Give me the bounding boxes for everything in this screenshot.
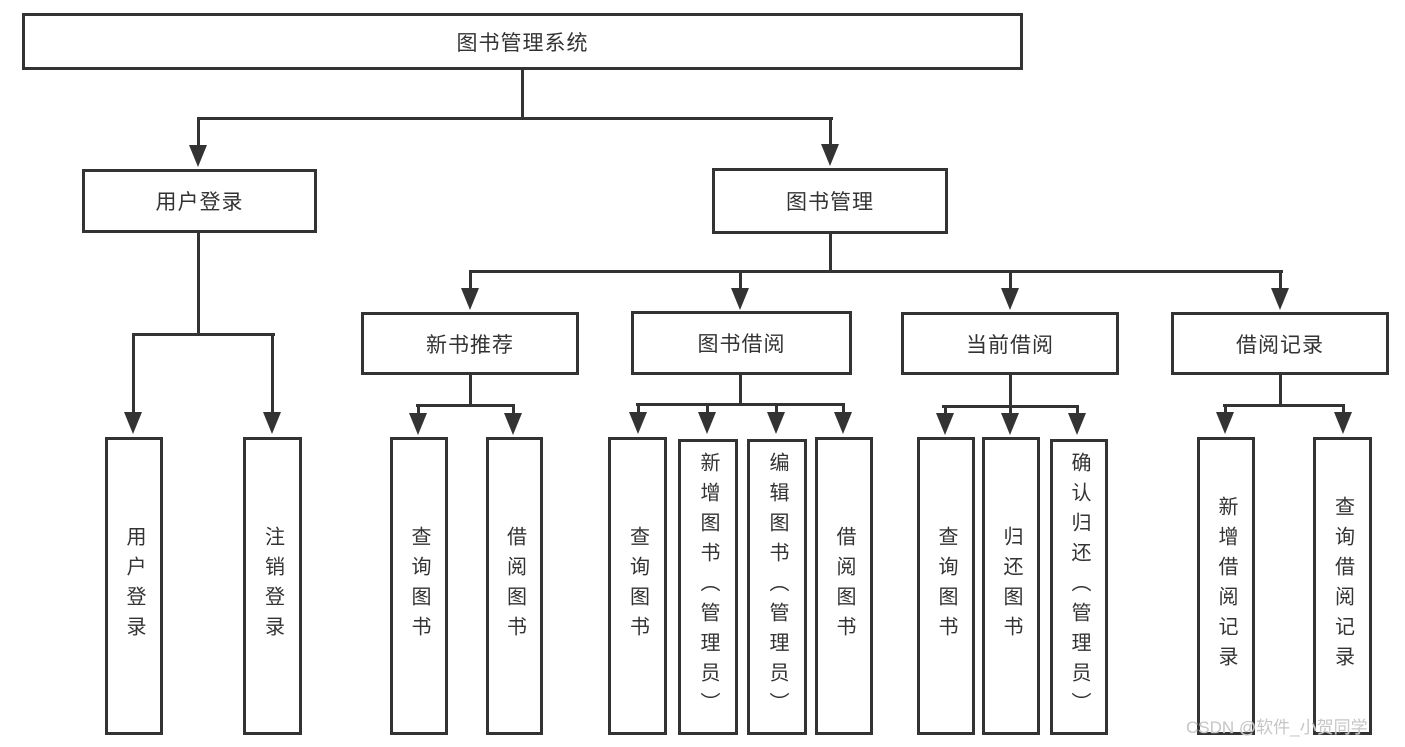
connector-vline xyxy=(417,404,420,414)
connector-vline xyxy=(521,68,524,120)
connector-vline xyxy=(197,117,200,149)
arrow-down-icon xyxy=(189,145,207,167)
arrow-down-icon xyxy=(263,412,281,434)
connector-hline xyxy=(636,403,845,406)
connector-hline xyxy=(197,117,833,120)
arrow-down-icon xyxy=(731,288,749,310)
connector-vline xyxy=(1224,404,1227,414)
node-current-borrow: 当前借阅 xyxy=(901,312,1119,375)
connector-vline xyxy=(1076,405,1079,415)
arrow-down-icon xyxy=(767,412,785,434)
node-book-borrow: 图书借阅 xyxy=(631,311,852,375)
connector-vline xyxy=(637,403,640,413)
arrow-down-icon xyxy=(1216,412,1234,434)
leaf-bookborrow-borrow-books-label: 借阅图书 xyxy=(833,526,855,646)
arrow-down-icon xyxy=(834,412,852,434)
connector-vline xyxy=(842,403,845,413)
connector-vline xyxy=(1342,404,1345,414)
connector-vline xyxy=(1279,270,1282,292)
leaf-bookborrow-query-books-label: 查询图书 xyxy=(626,526,649,646)
node-root-label: 图书管理系统 xyxy=(456,31,589,55)
node-book-borrow-label: 图书借阅 xyxy=(697,333,786,356)
leaf-bookborrow-query-books: 查询图书 xyxy=(608,437,667,735)
connector-vline xyxy=(469,270,472,292)
node-borrow-records-label: 借阅记录 xyxy=(1236,333,1324,357)
arrow-down-icon xyxy=(409,413,427,435)
connector-vline xyxy=(1009,405,1012,415)
connector-vline xyxy=(469,375,472,407)
connector-hline xyxy=(1223,404,1345,407)
node-current-borrow-label: 当前借阅 xyxy=(966,333,1054,357)
leaf-current-confirm-return-admin-label: 确认归还（管理员） xyxy=(1068,452,1090,722)
arrow-down-icon xyxy=(1001,288,1019,310)
connector-vline xyxy=(197,233,200,336)
leaf-records-add-record: 新增借阅记录 xyxy=(1197,437,1255,735)
leaf-records-query-record: 查询借阅记录 xyxy=(1313,437,1372,735)
leaf-newbooks-borrow-books-label: 借阅图书 xyxy=(503,526,526,646)
connector-vline xyxy=(132,333,135,415)
arrow-down-icon xyxy=(504,413,522,435)
node-book-management: 图书管理 xyxy=(712,168,948,234)
connector-vline xyxy=(775,403,778,413)
watermark: CSDN @软件_小贺同学 xyxy=(1186,718,1368,737)
leaf-bookborrow-edit-books-admin: 编辑图书（管理员） xyxy=(747,439,807,735)
arrow-down-icon xyxy=(1334,412,1352,434)
arrow-down-icon xyxy=(1001,413,1019,435)
connector-vline xyxy=(1009,375,1012,408)
connector-vline xyxy=(829,234,832,273)
node-borrow-records: 借阅记录 xyxy=(1171,312,1389,375)
leaf-user-login: 用户登录 xyxy=(105,437,163,735)
connector-vline xyxy=(706,403,709,413)
connector-vline xyxy=(1279,375,1282,407)
leaf-newbooks-query-books: 查询图书 xyxy=(390,437,448,735)
node-user-login-label: 用户登录 xyxy=(155,191,244,214)
connector-vline xyxy=(739,270,742,292)
arrow-down-icon xyxy=(124,412,142,434)
arrow-down-icon xyxy=(936,413,954,435)
arrow-down-icon xyxy=(461,288,479,310)
connector-vline xyxy=(271,333,274,415)
leaf-current-return-books-label: 归还图书 xyxy=(1000,526,1022,646)
node-new-book-recommend: 新书推荐 xyxy=(361,312,579,375)
connector-vline xyxy=(944,405,947,415)
connector-vline xyxy=(512,404,515,414)
connector-vline xyxy=(739,375,742,406)
connector-vline xyxy=(829,117,832,149)
leaf-current-return-books: 归还图书 xyxy=(982,437,1040,735)
leaf-logout-label: 注销登录 xyxy=(261,526,284,646)
arrow-down-icon xyxy=(698,412,716,434)
leaf-records-query-record-label: 查询借阅记录 xyxy=(1331,496,1354,676)
leaf-bookborrow-add-books-admin-label: 新增图书（管理员） xyxy=(697,452,719,722)
leaf-user-login-label: 用户登录 xyxy=(123,526,145,646)
arrow-down-icon xyxy=(821,144,839,166)
leaf-current-confirm-return-admin: 确认归还（管理员） xyxy=(1050,439,1108,735)
leaf-bookborrow-add-books-admin: 新增图书（管理员） xyxy=(678,439,738,735)
node-root: 图书管理系统 xyxy=(22,13,1023,70)
node-user-login: 用户登录 xyxy=(82,169,317,233)
connector-hline xyxy=(132,333,275,336)
node-new-book-recommend-label: 新书推荐 xyxy=(426,333,514,357)
leaf-newbooks-borrow-books: 借阅图书 xyxy=(486,437,543,735)
leaf-logout: 注销登录 xyxy=(243,437,302,735)
node-book-management-label: 图书管理 xyxy=(786,191,874,214)
connector-hline xyxy=(416,404,515,407)
connector-hline xyxy=(469,270,1283,273)
leaf-newbooks-query-books-label: 查询图书 xyxy=(408,526,430,646)
leaf-records-add-record-label: 新增借阅记录 xyxy=(1215,496,1237,676)
leaf-bookborrow-edit-books-admin-label: 编辑图书（管理员） xyxy=(766,452,788,722)
arrow-down-icon xyxy=(1271,288,1289,310)
connector-vline xyxy=(1009,270,1012,292)
arrow-down-icon xyxy=(1068,413,1086,435)
arrow-down-icon xyxy=(629,412,647,434)
leaf-current-query-books: 查询图书 xyxy=(917,437,975,735)
leaf-bookborrow-borrow-books: 借阅图书 xyxy=(815,437,873,735)
leaf-current-query-books-label: 查询图书 xyxy=(935,526,957,646)
